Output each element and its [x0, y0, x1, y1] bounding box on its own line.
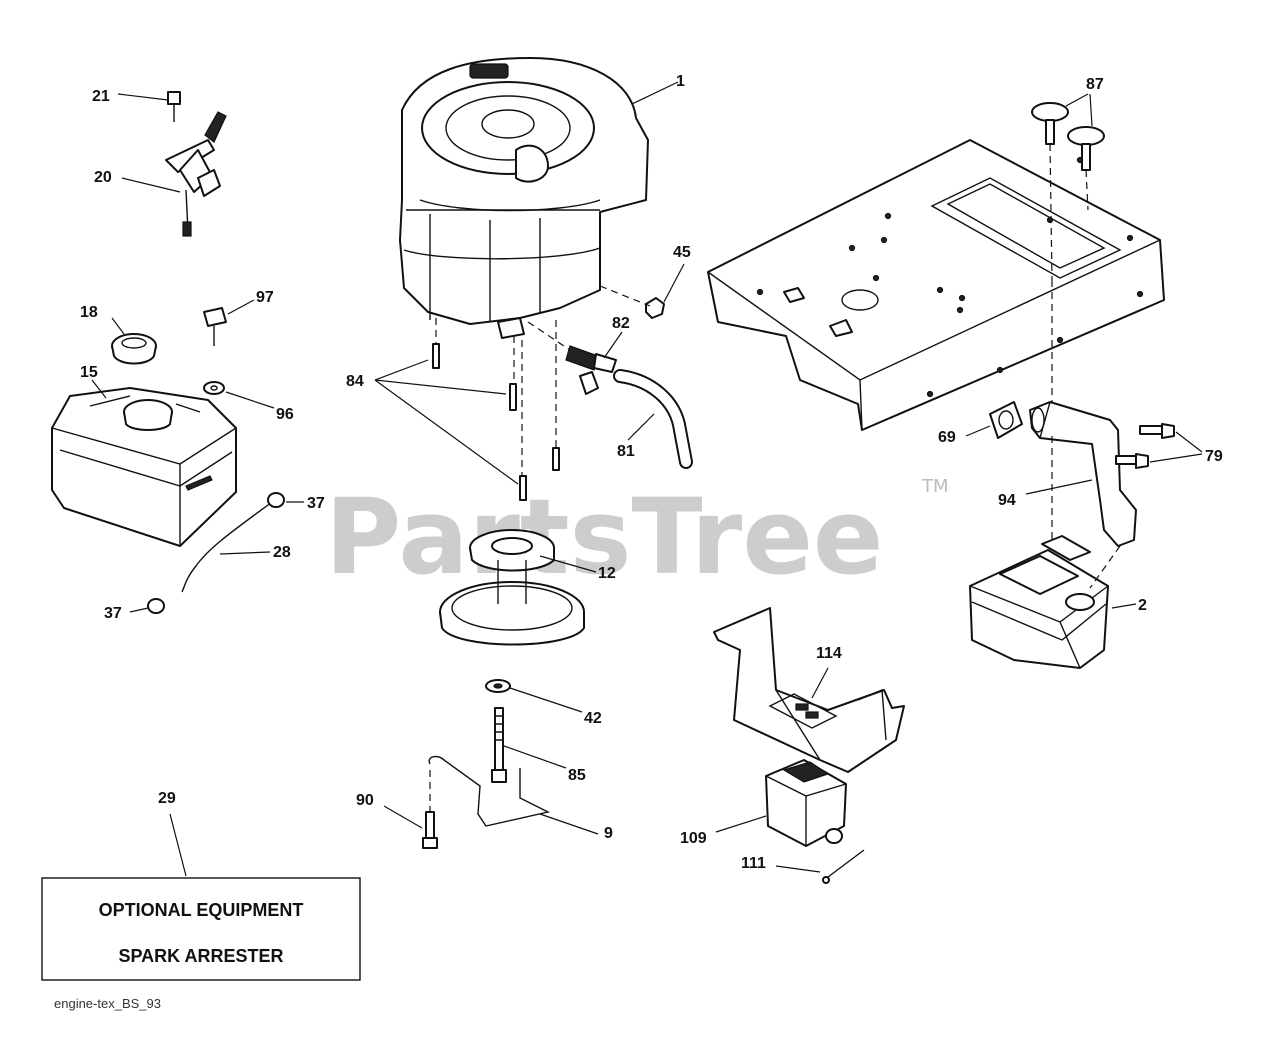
callout-79[interactable]: 79 [1205, 448, 1223, 465]
callout-81[interactable]: 81 [617, 443, 635, 460]
callout-69[interactable]: 69 [938, 429, 956, 446]
callout-84[interactable]: 84 [346, 373, 364, 390]
callout-9[interactable]: 9 [604, 825, 613, 842]
callout-96[interactable]: 96 [276, 406, 294, 423]
fuel-valve-part-82[interactable] [565, 345, 617, 395]
bolt-part-97[interactable] [203, 307, 227, 346]
bolt-part-85[interactable] [491, 707, 507, 783]
callout-82[interactable]: 82 [612, 315, 630, 332]
callout-12[interactable]: 12 [598, 565, 616, 582]
callout-85[interactable]: 85 [568, 767, 586, 784]
callout-37-upper[interactable]: 37 [307, 495, 325, 512]
washer-part-96[interactable] [203, 381, 225, 395]
module-part-109[interactable] [765, 759, 847, 847]
callout-37-lower[interactable]: 37 [104, 605, 122, 622]
callout-15[interactable]: 15 [80, 364, 98, 381]
fuel-line-part[interactable] [181, 501, 273, 593]
callout-2[interactable]: 2 [1138, 597, 1147, 614]
screw-part-21[interactable] [167, 91, 181, 122]
bracket-part-9[interactable] [428, 755, 551, 827]
callout-21[interactable]: 21 [92, 88, 110, 105]
tie-part-111[interactable] [822, 849, 865, 884]
callout-114[interactable]: 114 [816, 645, 842, 662]
exhaust-pipe-part-94[interactable] [1029, 401, 1137, 547]
callout-1[interactable]: 1 [676, 73, 685, 90]
callout-29[interactable]: 29 [158, 790, 176, 807]
callout-111[interactable]: 111 [741, 855, 766, 872]
callout-87[interactable]: 87 [1086, 76, 1104, 93]
callout-18[interactable]: 18 [80, 304, 98, 321]
callout-90[interactable]: 90 [356, 792, 374, 809]
washer-part-42[interactable] [485, 679, 511, 693]
throttle-control-part[interactable] [165, 111, 227, 237]
fuel-tank-part[interactable] [51, 387, 237, 547]
bracket-part-114[interactable] [713, 607, 905, 773]
frame-part[interactable] [707, 139, 1165, 431]
hose-part-81[interactable] [613, 369, 693, 469]
callout-94[interactable]: 94 [998, 492, 1016, 509]
diagram-code: engine-tex_BS_93 [54, 996, 161, 1011]
pulley-part-12[interactable] [439, 529, 585, 646]
engine-part[interactable] [399, 57, 649, 339]
callout-97[interactable]: 97 [256, 289, 274, 306]
partstree-watermark: PartsTree [325, 476, 883, 598]
clamp-part-37a[interactable] [267, 492, 285, 508]
bolt-part-90[interactable] [422, 811, 438, 849]
bolts-part-87[interactable] [1031, 102, 1105, 171]
callout-20[interactable]: 20 [94, 169, 112, 186]
bolts-part-79[interactable] [1115, 423, 1175, 469]
optional-equipment-box [41, 877, 361, 981]
callout-45[interactable]: 45 [673, 244, 691, 261]
nut-part-45[interactable] [645, 297, 665, 319]
muffler-part-2[interactable] [969, 535, 1109, 669]
spark-arrester-label: SPARK ARRESTER [118, 946, 283, 966]
engine-bolts-part-84[interactable] [432, 343, 560, 501]
trademark-mark: TM [921, 476, 949, 497]
optional-equipment-label: OPTIONAL EQUIPMENT [99, 900, 304, 920]
callout-109[interactable]: 109 [680, 830, 707, 847]
fuel-cap-part[interactable] [111, 333, 157, 365]
clamp-part-37b[interactable] [147, 598, 165, 614]
gasket-part-69[interactable] [989, 401, 1023, 439]
callout-42[interactable]: 42 [584, 710, 602, 727]
callout-28[interactable]: 28 [273, 544, 291, 561]
